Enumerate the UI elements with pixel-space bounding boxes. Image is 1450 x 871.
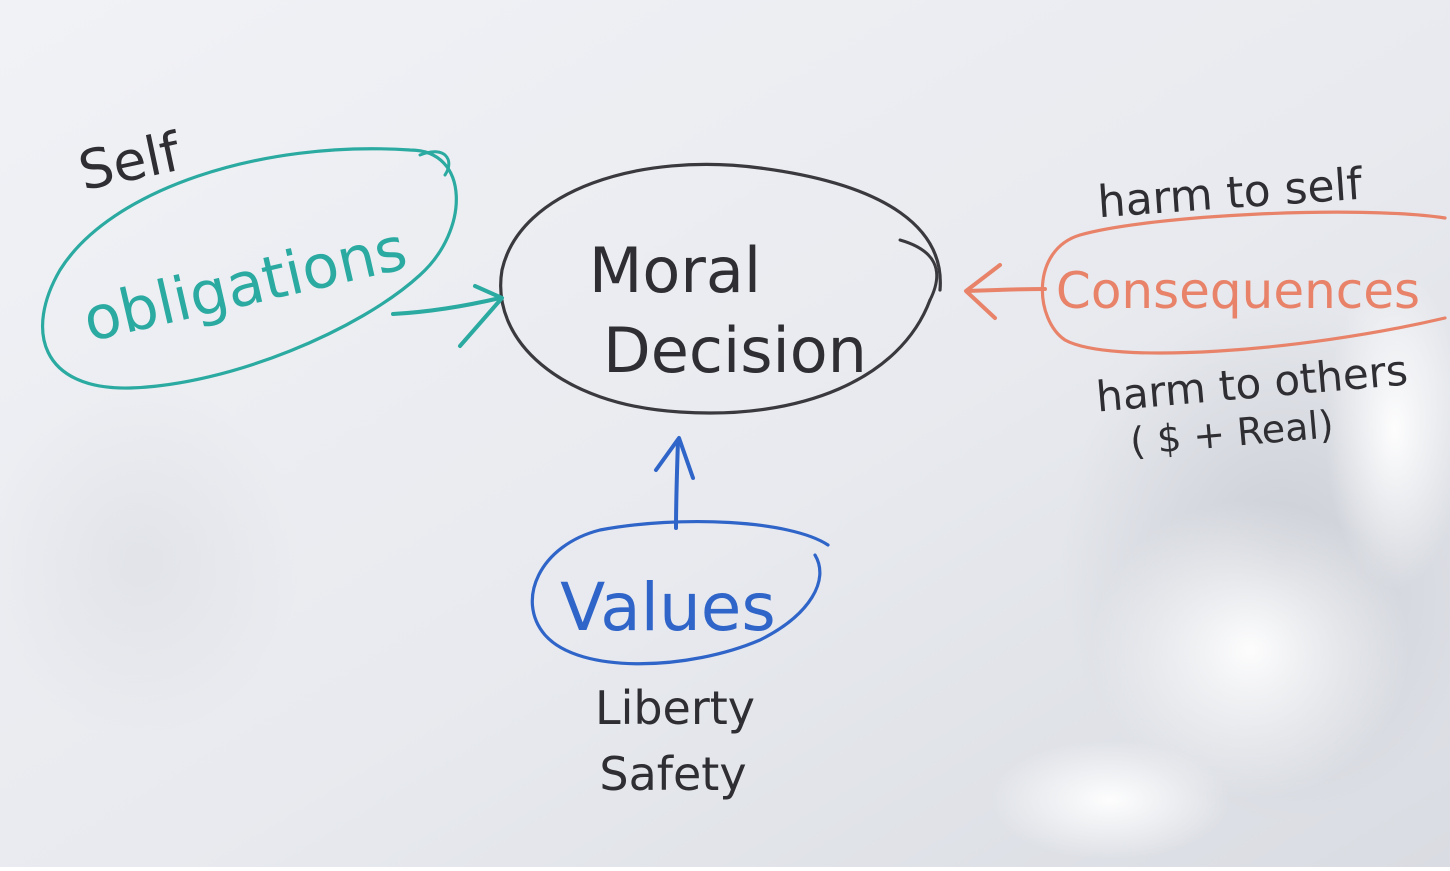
values-arrow-shaft (674, 438, 680, 530)
values-node: Values Liberty Safety (530, 436, 830, 801)
obligations-oval (40, 147, 458, 390)
values-oval (530, 519, 830, 666)
moral-decision-node: Moral Decision (499, 162, 942, 415)
consequences-arrow-shaft (966, 287, 1047, 293)
board-glare-right (1325, 270, 1450, 590)
consequences-node: Consequences harm to self harm to others… (964, 159, 1447, 464)
obligations-oval-tail (418, 150, 451, 177)
consequences-label: Consequences (1056, 262, 1420, 320)
values-note-2: Safety (599, 747, 746, 801)
obligations-arrow-shaft (391, 296, 502, 316)
board-shadow-left (0, 380, 300, 740)
consequences-oval (1040, 210, 1447, 355)
values-arrow-head (654, 436, 695, 480)
moral-decision-line1: Moral (589, 234, 761, 307)
board-glare-bottom (990, 740, 1230, 860)
obligations-arrow-head (458, 284, 504, 348)
moral-decision-oval-tail (898, 238, 939, 302)
moral-decision-line2: Decision (603, 314, 867, 387)
consequences-arrow-head (964, 263, 1002, 320)
values-label: Values (560, 569, 776, 646)
moral-decision-oval (499, 162, 942, 415)
values-note-1: Liberty (595, 681, 755, 735)
board-glare (1090, 500, 1410, 800)
